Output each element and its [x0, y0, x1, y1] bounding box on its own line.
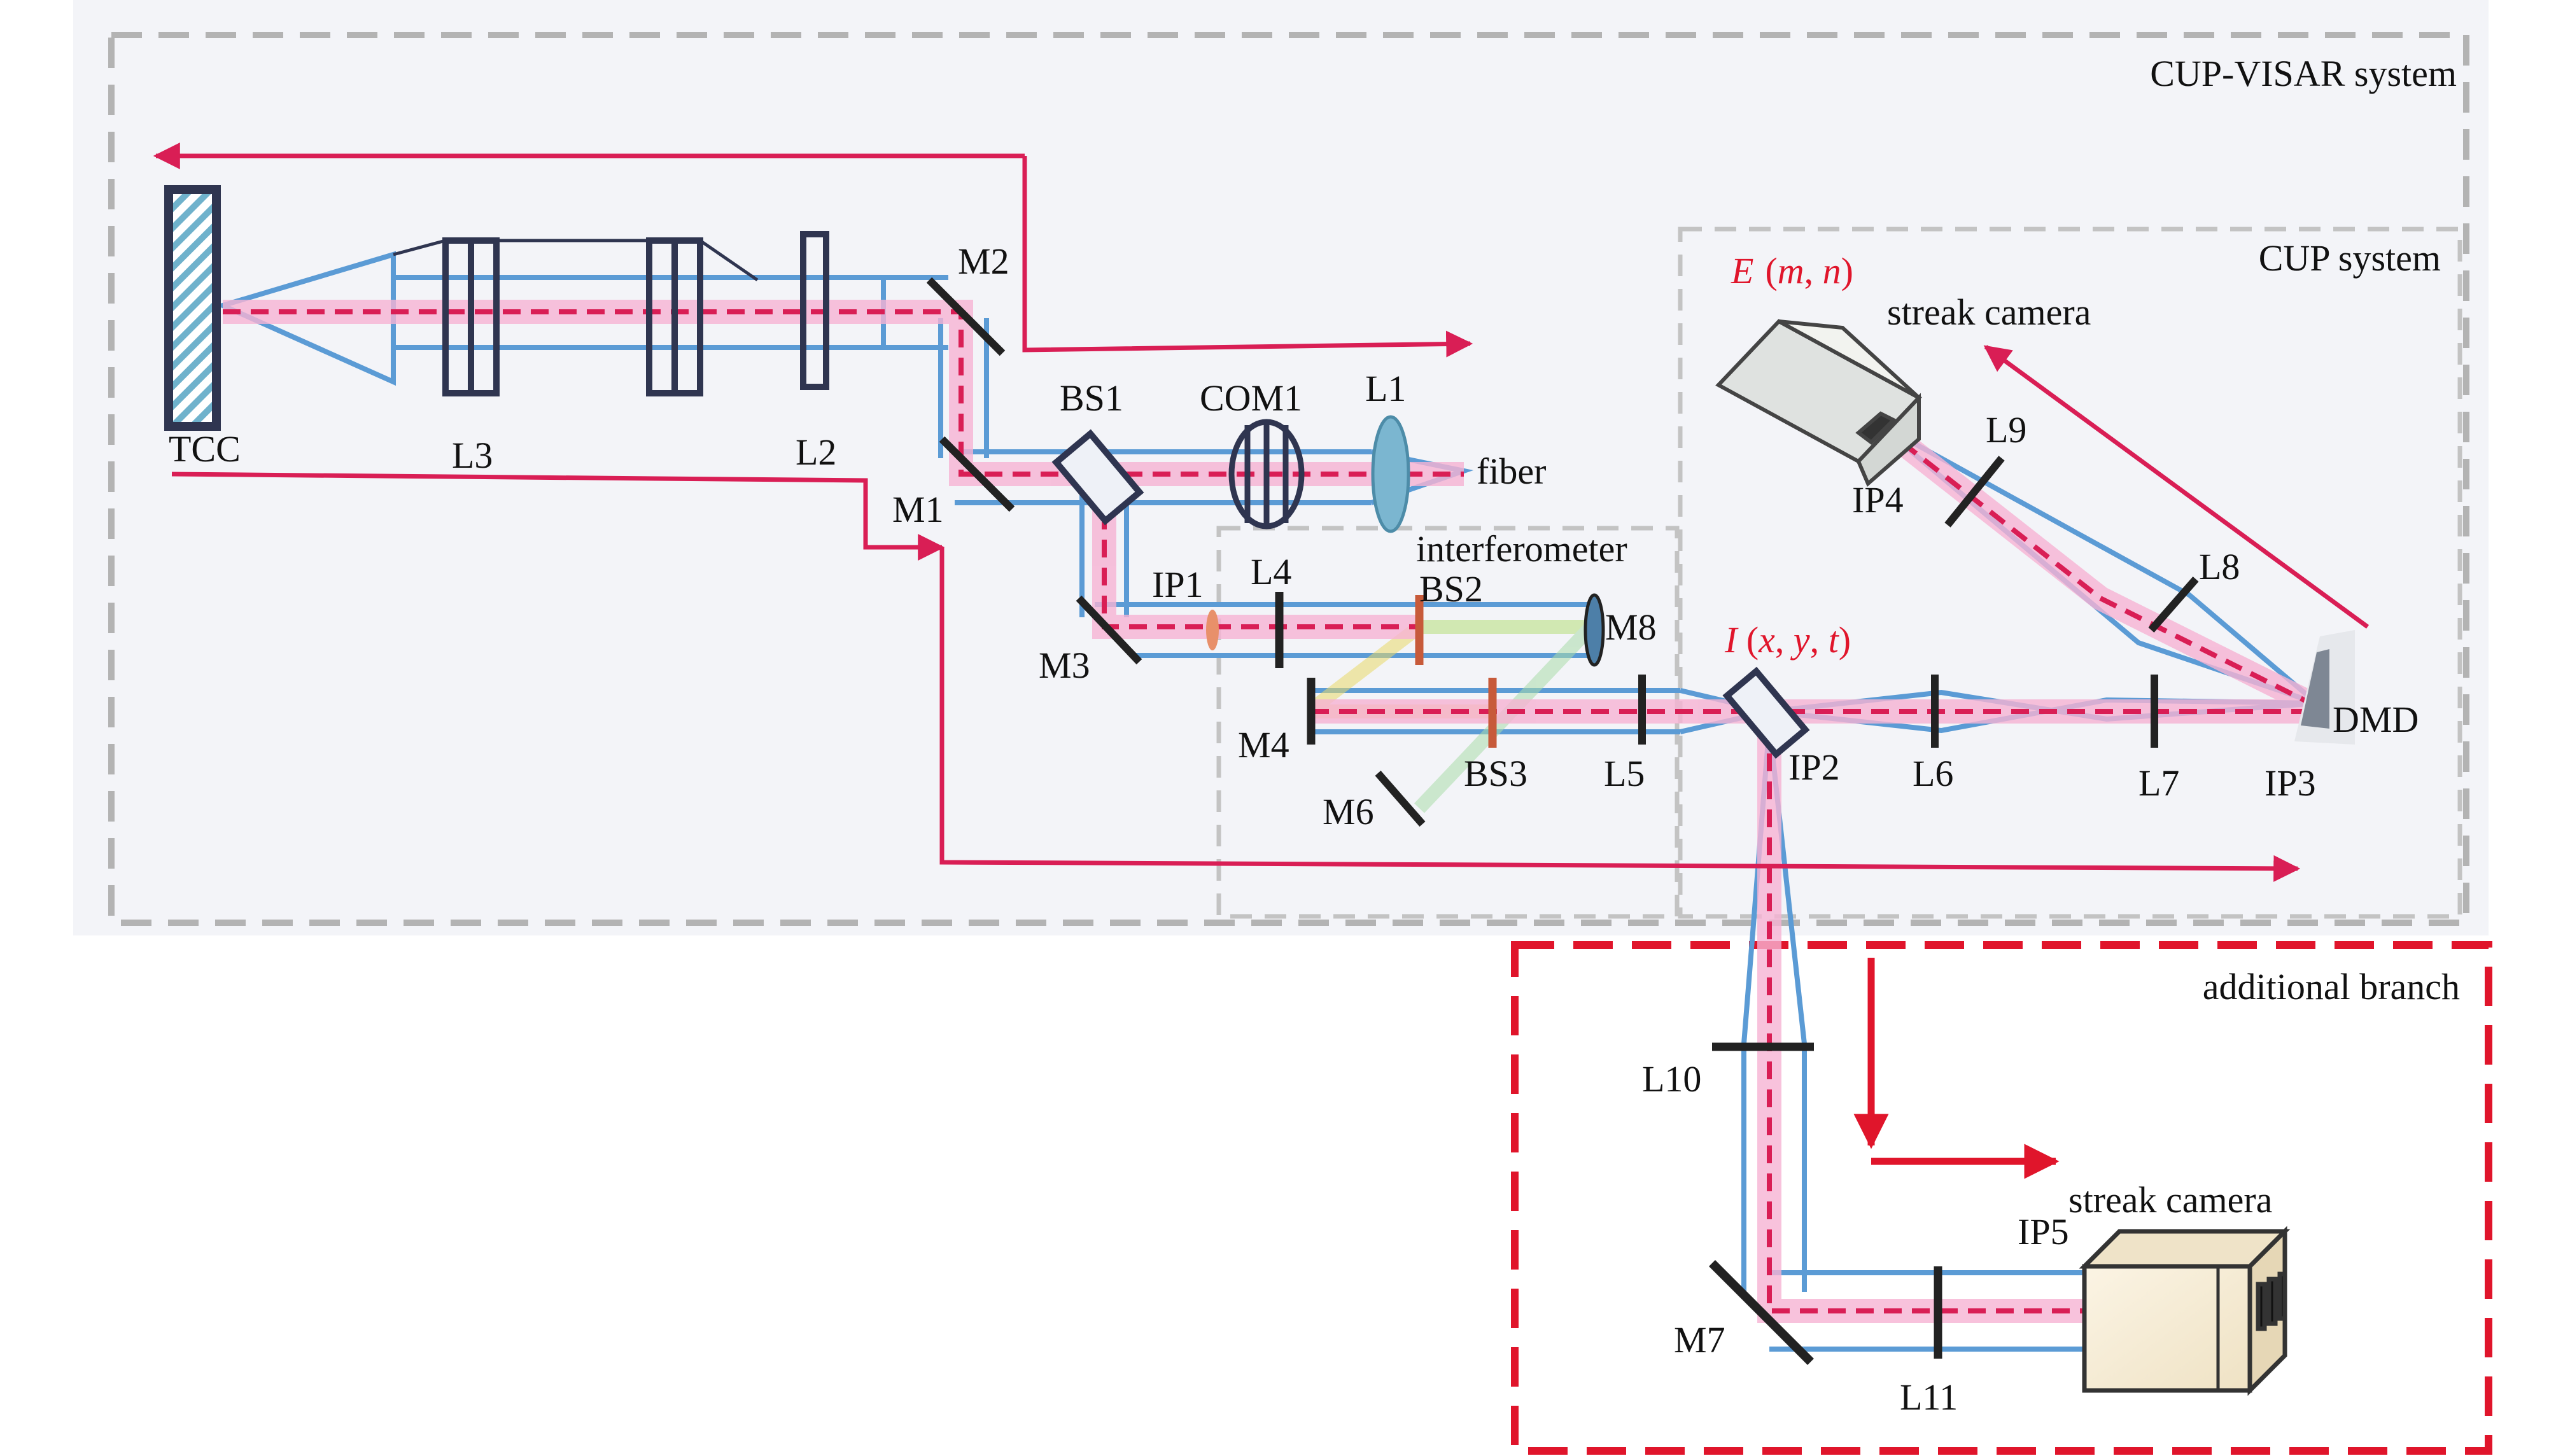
i-t: t — [1829, 619, 1840, 661]
streak-camera-2 — [2079, 1226, 2291, 1396]
additional-title: additional branch — [2203, 966, 2460, 1007]
interferometer-title: interferometer — [1416, 528, 1627, 570]
l3-lens — [393, 237, 759, 396]
bs1-splitter — [1051, 429, 1144, 526]
ip2-splitter — [1722, 666, 1810, 759]
m7-mirror — [1709, 1260, 1814, 1365]
label-l4: L4 — [1251, 551, 1291, 592]
label-bs2: BS2 — [1419, 568, 1483, 610]
label-com1: COM1 — [1200, 377, 1302, 419]
label-l6: L6 — [1913, 753, 1953, 794]
com1-compensator — [1228, 419, 1305, 529]
cup-visar-title: CUP-VISAR system — [2150, 53, 2457, 94]
label-l2: L2 — [796, 431, 836, 473]
m1-mirror — [939, 436, 1015, 512]
label-m4: M4 — [1238, 724, 1289, 766]
label-bs3: BS3 — [1464, 753, 1527, 794]
streak-camera-1 — [1715, 319, 1922, 487]
label-ip4: IP4 — [1852, 479, 1904, 521]
pink-arrows — [153, 143, 2370, 882]
label-ip5: IP5 — [2018, 1211, 2069, 1252]
m3-mirror — [1076, 595, 1142, 665]
l8-lens — [2148, 577, 2199, 633]
label-ip3: IP3 — [2265, 762, 2316, 804]
label-l9: L9 — [1986, 409, 2026, 451]
additional-branch-boundary — [1511, 941, 2492, 1455]
tcc-target — [164, 185, 221, 431]
label-m6: M6 — [1323, 791, 1374, 832]
label-fiber: fiber — [1477, 451, 1547, 492]
label-bs1: BS1 — [1060, 377, 1123, 419]
label-m8: M8 — [1605, 606, 1657, 648]
label-l10: L10 — [1642, 1058, 1701, 1100]
label-dmd: DMD — [2333, 699, 2419, 740]
i-var: I — [1724, 619, 1739, 661]
label-m2: M2 — [958, 241, 1009, 282]
branch-arrow — [1853, 958, 2060, 1179]
l1-lens — [1371, 415, 1410, 533]
label-streak-camera-2: streak camera — [2068, 1179, 2272, 1221]
i-x: x — [1758, 619, 1775, 661]
e-n: n — [1823, 250, 1841, 291]
m2-mirror — [926, 277, 1006, 356]
interferometer-boundary — [1216, 526, 1680, 919]
m8-mirror — [1583, 593, 1605, 667]
e-open: ( — [1765, 250, 1777, 291]
label-m3: M3 — [1039, 645, 1090, 686]
i-close: ) — [1839, 619, 1851, 661]
label-m7: M7 — [1674, 1319, 1725, 1361]
label-l11: L11 — [1900, 1376, 1958, 1418]
cup-boundary — [1678, 227, 2462, 919]
e-var: E — [1731, 250, 1753, 291]
label-e-mn: E (m, n) — [1731, 250, 1853, 291]
i-y: y — [1790, 619, 1810, 661]
label-l8: L8 — [2199, 546, 2240, 587]
dmd-device — [2294, 630, 2355, 745]
l9-lens — [1944, 456, 2005, 528]
ip1-plane — [1206, 610, 1219, 650]
m6-mirror — [1375, 771, 1426, 827]
i-open: ( — [1737, 619, 1759, 661]
label-l3: L3 — [452, 435, 493, 476]
e-m: m — [1778, 250, 1804, 291]
cup-title: CUP system — [2259, 237, 2441, 279]
label-l5: L5 — [1604, 753, 1645, 794]
label-m1: M1 — [892, 489, 944, 530]
label-l1: L1 — [1365, 368, 1406, 409]
cup-visar-boundary — [108, 32, 2469, 926]
label-l7: L7 — [2138, 762, 2179, 804]
e-sep: , — [1804, 250, 1823, 291]
label-i-xyt: I (x, y, t) — [1724, 619, 1851, 661]
l2-lens — [800, 231, 829, 390]
label-ip1: IP1 — [1152, 564, 1204, 605]
label-ip2: IP2 — [1788, 746, 1840, 788]
i-s2: , — [1810, 619, 1829, 661]
label-streak-camera-1: streak camera — [1887, 291, 2091, 333]
label-tcc: TCC — [169, 428, 241, 470]
i-s1: , — [1775, 619, 1794, 661]
e-close: ) — [1841, 250, 1853, 291]
